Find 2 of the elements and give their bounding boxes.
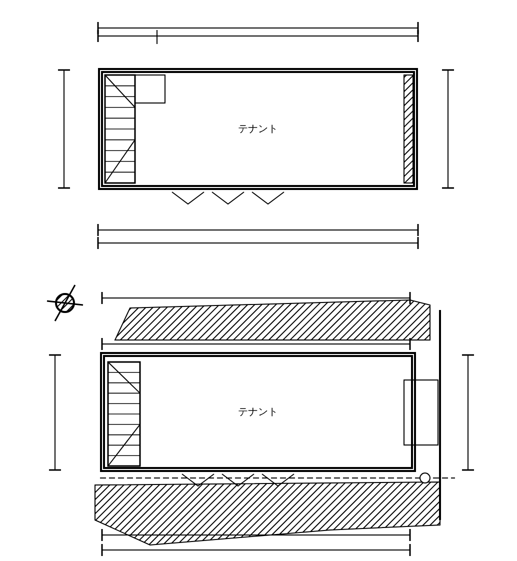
room-outline <box>100 352 416 472</box>
room-outline <box>98 68 418 190</box>
